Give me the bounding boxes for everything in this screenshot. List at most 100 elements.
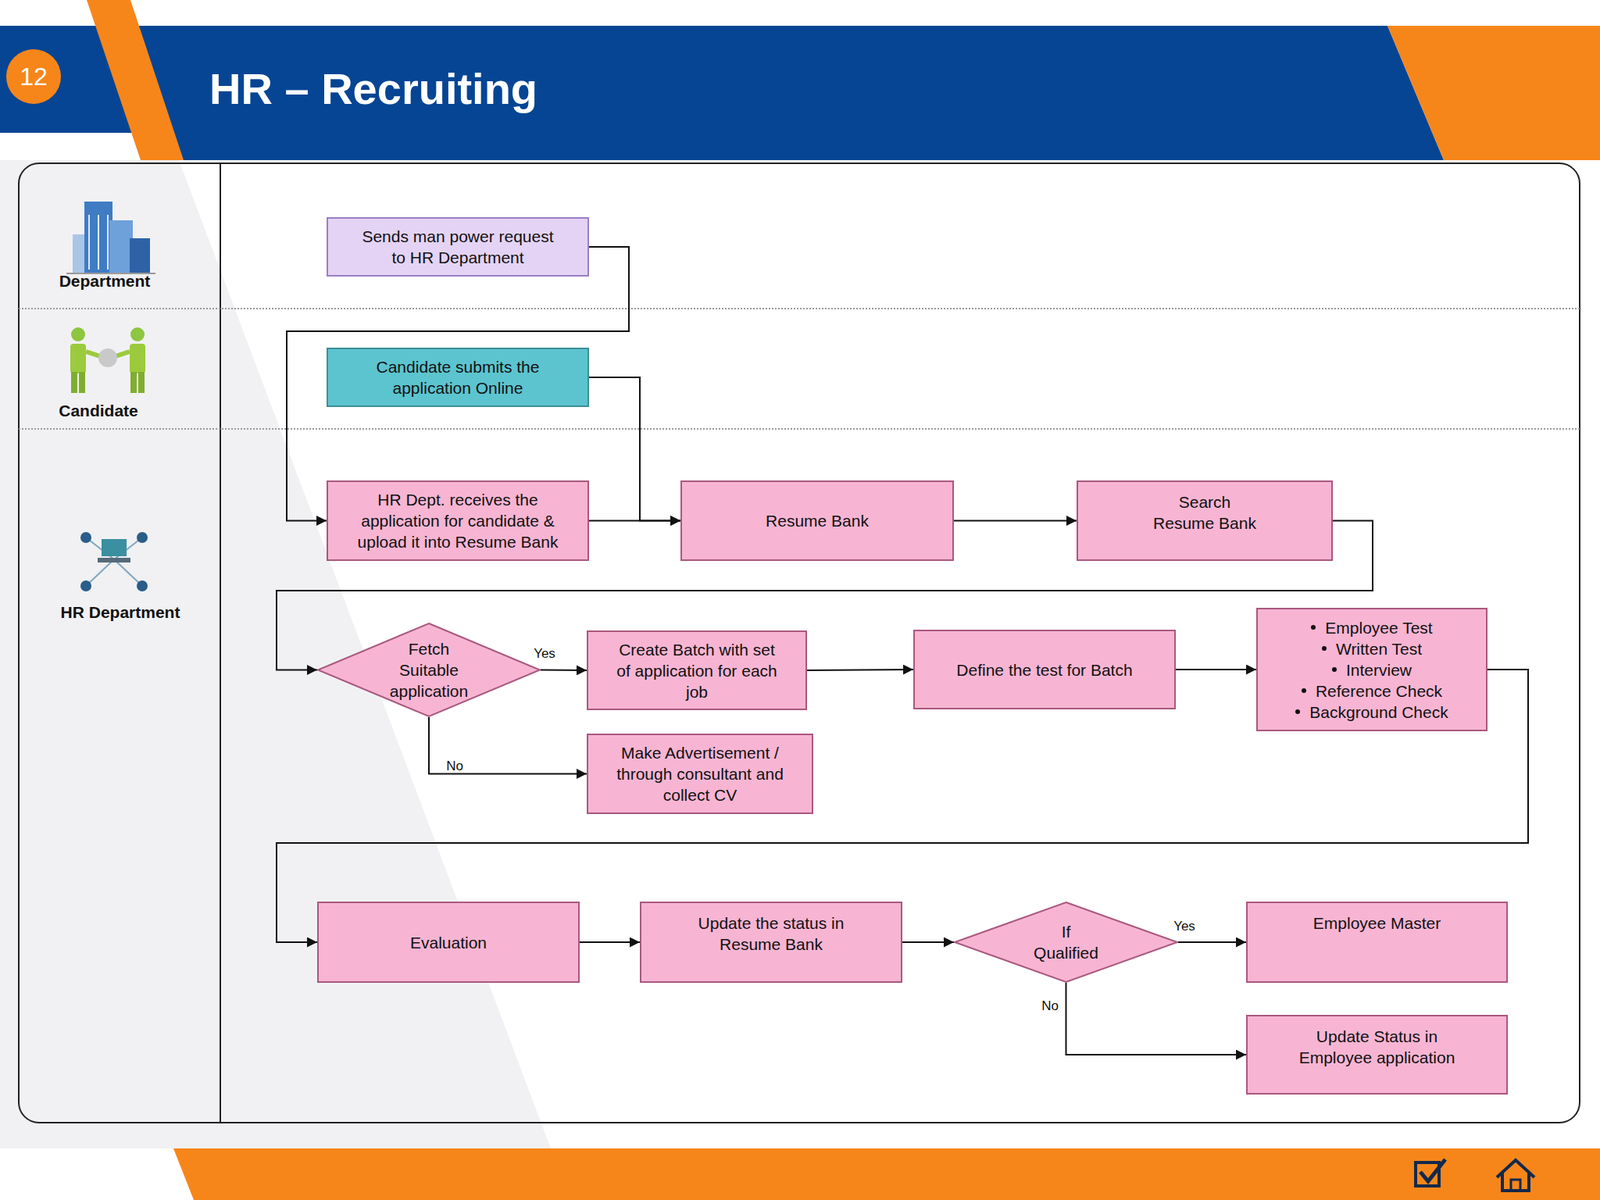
process-box: Employee Master bbox=[1246, 901, 1508, 983]
process-text: Resume Bank bbox=[700, 510, 935, 532]
page-number: 12 bbox=[6, 49, 61, 104]
flow-arrow bbox=[540, 669, 587, 672]
process-text: Evaluation bbox=[331, 932, 566, 954]
text-wrap: Resume Bank bbox=[700, 510, 935, 532]
building-window bbox=[107, 214, 109, 270]
home-door bbox=[1510, 1179, 1521, 1191]
flow-arrow bbox=[953, 520, 1077, 522]
flow-arrow bbox=[589, 377, 681, 522]
process-box: HR Dept. receives the application for ca… bbox=[326, 480, 590, 561]
bullet-dot bbox=[1301, 688, 1307, 693]
building-part bbox=[109, 220, 133, 274]
process-text: HR Dept. receives the application for ca… bbox=[344, 489, 572, 553]
bullet-row: Reference Check bbox=[1262, 680, 1482, 702]
process-box: Make Advertisement / through consultant … bbox=[586, 733, 814, 815]
text-wrap: Update the status in Resume Bank bbox=[685, 912, 858, 955]
hr-department-icon bbox=[80, 532, 148, 592]
process-text: Define the test for Batch bbox=[927, 659, 1162, 681]
bullet-text: Written Test bbox=[1335, 638, 1422, 660]
text-wrap: If Qualified bbox=[1028, 921, 1104, 964]
bullet-text: Employee Test bbox=[1325, 617, 1433, 639]
bullet-dot bbox=[1310, 625, 1316, 630]
lane-name: Candidate bbox=[0, 400, 200, 422]
bullet-row: Interview bbox=[1262, 659, 1482, 681]
process-box: Evaluation bbox=[317, 901, 580, 983]
person-leg bbox=[130, 371, 137, 393]
bullet-row: Written Test bbox=[1262, 638, 1482, 660]
flow-arrow bbox=[1175, 668, 1257, 671]
diamond-shape bbox=[953, 901, 1179, 983]
flow-arrow bbox=[902, 941, 954, 943]
process-text: Update the status in Resume Bank bbox=[685, 912, 858, 955]
process-box: Update Status in Employee application bbox=[1246, 1014, 1508, 1095]
header-band bbox=[117, 25, 1444, 161]
person-head bbox=[130, 327, 145, 342]
lane-header-divider bbox=[219, 163, 222, 1123]
process-box: Resume Bank bbox=[680, 480, 954, 561]
flow-arrow bbox=[428, 717, 587, 775]
branch-label: No bbox=[1041, 998, 1059, 1015]
building-part bbox=[129, 238, 150, 274]
person-leg bbox=[138, 371, 145, 393]
text-wrap: Candidate submits the application Online bbox=[356, 356, 560, 399]
lane-name: HR Department bbox=[18, 602, 222, 623]
process-text: Employee Master bbox=[1260, 912, 1495, 934]
candidate-icon bbox=[70, 327, 146, 393]
flow-arrow bbox=[1066, 982, 1247, 1055]
handshake-puzzle bbox=[98, 348, 118, 368]
person-head bbox=[71, 327, 86, 342]
network-link bbox=[85, 559, 115, 586]
person-body bbox=[70, 343, 86, 374]
branch-label: Yes bbox=[533, 646, 556, 662]
process-box: Employee TestWritten TestInterviewRefere… bbox=[1256, 607, 1488, 732]
text-wrap: HR Dept. receives the application for ca… bbox=[344, 489, 572, 553]
swimlane: HR Department HR Dept. receives the appli… bbox=[18, 429, 1580, 1123]
decision-diamond: If Qualified bbox=[953, 901, 1179, 983]
checkbox-icon bbox=[1415, 1159, 1446, 1186]
flow-arrow bbox=[276, 669, 1529, 943]
bullet-text: Background Check bbox=[1309, 701, 1448, 723]
building-window bbox=[97, 214, 100, 270]
person-body bbox=[129, 343, 146, 374]
network-person bbox=[136, 580, 148, 592]
text-wrap: Create Batch with set of application for… bbox=[613, 639, 782, 703]
process-box: Update the status in Resume Bank bbox=[639, 901, 903, 983]
branch-label: Yes bbox=[1173, 918, 1196, 935]
text-wrap: Employee Master bbox=[1260, 912, 1495, 934]
process-box: Sends man power request to HR Department bbox=[326, 217, 590, 277]
swimlane: CandidateCandidate submits the applicati… bbox=[18, 309, 1580, 430]
flow-arrow bbox=[579, 941, 640, 943]
network-link bbox=[114, 559, 143, 586]
lane-name: Department bbox=[3, 271, 207, 292]
slide-title: HR – Recruiting bbox=[209, 64, 538, 115]
text-wrap: Search Resume Bank bbox=[1150, 491, 1260, 534]
text-wrap: Update Status in Employee application bbox=[1295, 1025, 1460, 1068]
building-part bbox=[84, 201, 113, 274]
checkbox-tick bbox=[1420, 1159, 1446, 1182]
lane-title: HR Department bbox=[18, 602, 222, 623]
bullet-dot bbox=[1332, 667, 1337, 672]
header-corner bbox=[1387, 25, 1600, 161]
person-leg bbox=[78, 371, 86, 393]
diamond-outline bbox=[954, 902, 1178, 983]
process-box: Search Resume Bank bbox=[1076, 480, 1333, 561]
flow-arrow bbox=[589, 520, 681, 522]
footer-band bbox=[173, 1148, 1600, 1200]
header-stripe bbox=[86, 0, 184, 161]
home-icon bbox=[1496, 1160, 1535, 1191]
flow-arrow bbox=[276, 521, 1373, 671]
network-person bbox=[80, 580, 92, 592]
lane-title: Candidate bbox=[0, 400, 200, 422]
desk bbox=[97, 557, 131, 563]
bullet-row: Employee Test bbox=[1262, 617, 1482, 639]
text-wrap: Fetch Suitable application bbox=[384, 638, 475, 702]
text-wrap: Sends man power request to HR Department bbox=[357, 225, 558, 268]
process-text: Update Status in Employee application bbox=[1295, 1025, 1460, 1068]
building-window bbox=[88, 214, 90, 270]
flow-arrow bbox=[1178, 941, 1247, 943]
process-text: Make Advertisement / through consultant … bbox=[613, 742, 787, 806]
process-text: Candidate submits the application Online bbox=[356, 356, 560, 399]
bullet-row: Background Check bbox=[1262, 701, 1482, 723]
text-wrap: Employee TestWritten TestInterviewRefere… bbox=[1262, 617, 1482, 723]
swimlane: DepartmentSends man power request to HR … bbox=[18, 163, 1580, 310]
